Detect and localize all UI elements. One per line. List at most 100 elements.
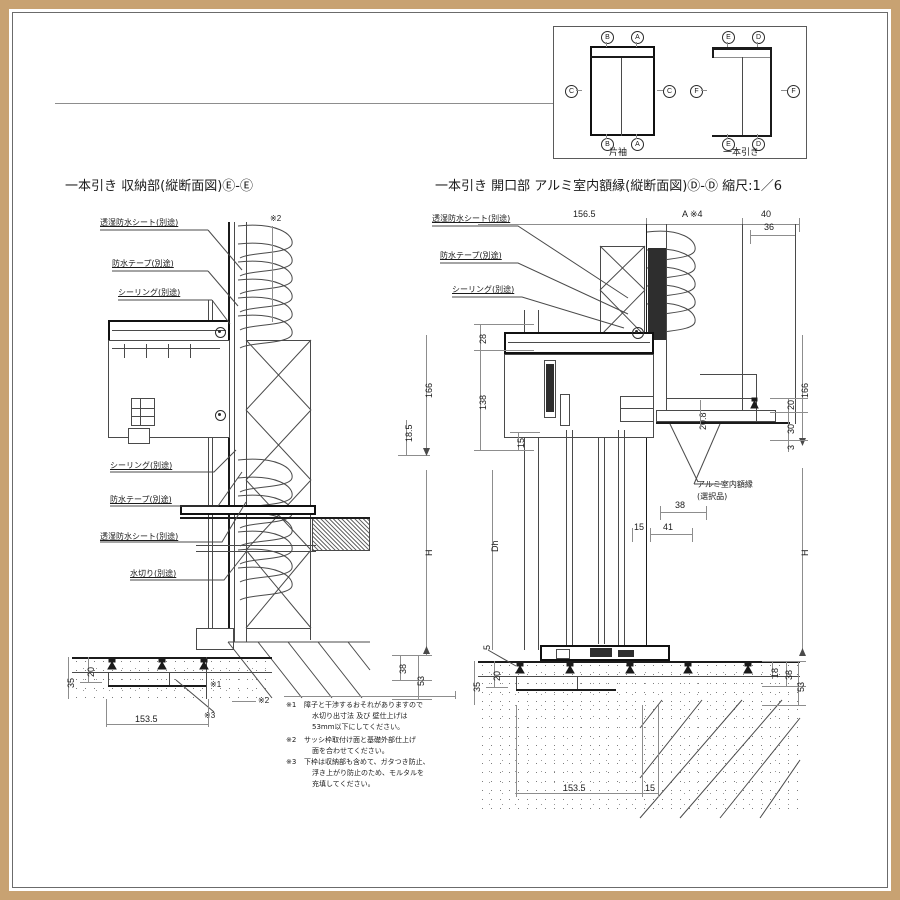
right-dim-5-leader [487, 649, 517, 667]
left-ref-mark-3-leader [175, 679, 215, 713]
right-callout-frame-sub: (選択品) [697, 492, 728, 501]
right-vline-7 [742, 224, 743, 424]
key-mark-F-left-tick [701, 90, 707, 91]
right-callout-frame-leaders [669, 423, 722, 485]
notes-top-rule [284, 696, 456, 697]
left-dim-20: 20 [86, 666, 96, 677]
left-dim-38-line [400, 655, 401, 680]
right-dim-53r-line [798, 661, 799, 705]
right-interior-wall-top [700, 374, 756, 375]
right-dim-28-bot [474, 350, 534, 351]
left-dim-53-bot [392, 699, 432, 700]
right-foundation-anchors [515, 662, 753, 674]
right-dim-53r-bot [762, 705, 806, 706]
key-mark-E-bottom: E [722, 138, 735, 151]
key-mark-A-top: A [631, 31, 644, 44]
left-foundation-right-edge [206, 657, 207, 699]
right-dim-15-top [510, 432, 540, 433]
key-mark-A-bot-tick [636, 134, 637, 139]
left-dim-H-line [426, 470, 427, 655]
right-dim-top-line [478, 224, 800, 225]
right-dim-38r-line [786, 661, 787, 686]
right-dim-30: 30 [786, 423, 796, 434]
left-dim-18-5-ext [398, 455, 430, 456]
right-dim-35r: 35 [472, 681, 482, 692]
right-dim-41-tick-r [692, 528, 693, 542]
key-mark-B-top: B [601, 31, 614, 44]
left-head-pivot-upper [215, 327, 226, 338]
right-dim-153-5: 153.5 [563, 783, 586, 793]
right-dim-20l-bot [486, 687, 508, 688]
left-ref-mark-0-leader [272, 226, 273, 322]
left-head-detail-4 [168, 344, 169, 358]
left-head-frame-box [108, 340, 230, 438]
left-sill-plate [180, 505, 316, 515]
left-ref-mark-2-leader [232, 701, 256, 702]
left-ref-mark-0: ※2 [270, 214, 282, 223]
key-plan-leader-line [55, 103, 553, 104]
left-note1-box [196, 628, 234, 650]
left-drip-line1 [196, 545, 316, 546]
right-dim-30-line [788, 412, 789, 440]
left-dim-38-top [392, 655, 432, 656]
left-dim-35-line [68, 657, 69, 699]
key-mark-E-bot-tick [727, 134, 728, 139]
right-dim-H-arrow [799, 648, 806, 656]
right-callout-upper-2: シーリング(別途) [452, 285, 515, 294]
right-sill-block [556, 649, 570, 659]
right-dim-15m: 15 [634, 522, 645, 532]
right-track-line-4 [624, 430, 625, 645]
left-wall-line-1 [208, 300, 209, 650]
right-dim-28: 28 [478, 333, 488, 344]
right-dim-20-line [788, 398, 789, 412]
left-sill-hatch [312, 517, 370, 551]
right-dim-38m-line [660, 512, 706, 513]
left-wall-line-4 [234, 222, 235, 642]
right-dim-18: 18 [770, 667, 780, 678]
key-plan-right-unit-sill [712, 135, 772, 137]
left-dim-53: 53 [416, 675, 426, 686]
right-ground-diagonals [639, 699, 801, 819]
right-dim-28-line [480, 324, 481, 350]
right-dim-20: 20 [786, 399, 796, 410]
right-dim-bottom-tick-l [516, 705, 517, 797]
left-foundation-anchors [107, 658, 209, 670]
right-track-line-2 [572, 430, 573, 645]
key-mark-F-right: F [787, 85, 800, 98]
right-vline-4 [604, 334, 605, 644]
right-foundation-step-bottom [516, 689, 616, 691]
note-line: 水切り出寸法 及び 壁仕上げは [312, 712, 408, 720]
note-line: 面を合わせてください。 [312, 747, 389, 755]
right-hardware-block-2 [560, 394, 570, 426]
right-dim-Dh-line [492, 470, 493, 650]
right-dim-38m: 38 [675, 500, 686, 510]
right-vline-8 [795, 224, 796, 424]
left-callout-upper-1: 防水テープ(別途) [112, 259, 174, 268]
left-dim-20-line [88, 657, 89, 682]
note-line: サッシ枠取付け面と基礎外部仕上げ [304, 736, 416, 744]
right-head-pivot [632, 327, 644, 339]
left-drip-line2 [196, 551, 316, 552]
note-line: 障子と干渉するおそれがありますので [304, 701, 423, 709]
left-dim-153-5: 153.5 [135, 714, 158, 724]
right-hardware-dark-1 [546, 364, 554, 412]
right-dim-38m-tick-r [706, 506, 707, 520]
right-head-pivot-housing-line [620, 408, 654, 409]
right-head-pivot-housing [620, 396, 654, 422]
left-callout-lower-2: 透湿防水シート(別途) [100, 532, 179, 541]
right-dim-15-line [518, 432, 519, 450]
right-dim-36-tick-l [750, 230, 751, 244]
right-dim-138: 138 [478, 394, 488, 410]
right-head-frame-line [508, 342, 650, 343]
left-callout-upper-0: 透湿防水シート(別途) [100, 218, 179, 227]
right-callout-upper-0: 透湿防水シート(別途) [432, 214, 511, 223]
right-dim-top-A4: A ※4 [682, 209, 703, 219]
key-mark-C-right-tick [657, 90, 663, 91]
note-mark: ※3 [286, 758, 297, 766]
note-mark: ※1 [286, 701, 297, 709]
right-sill-dark-2 [618, 650, 634, 657]
key-plan-left-unit-outline [590, 46, 655, 136]
right-head-dark-bar [648, 248, 666, 340]
right-dim-35-line [474, 661, 475, 705]
